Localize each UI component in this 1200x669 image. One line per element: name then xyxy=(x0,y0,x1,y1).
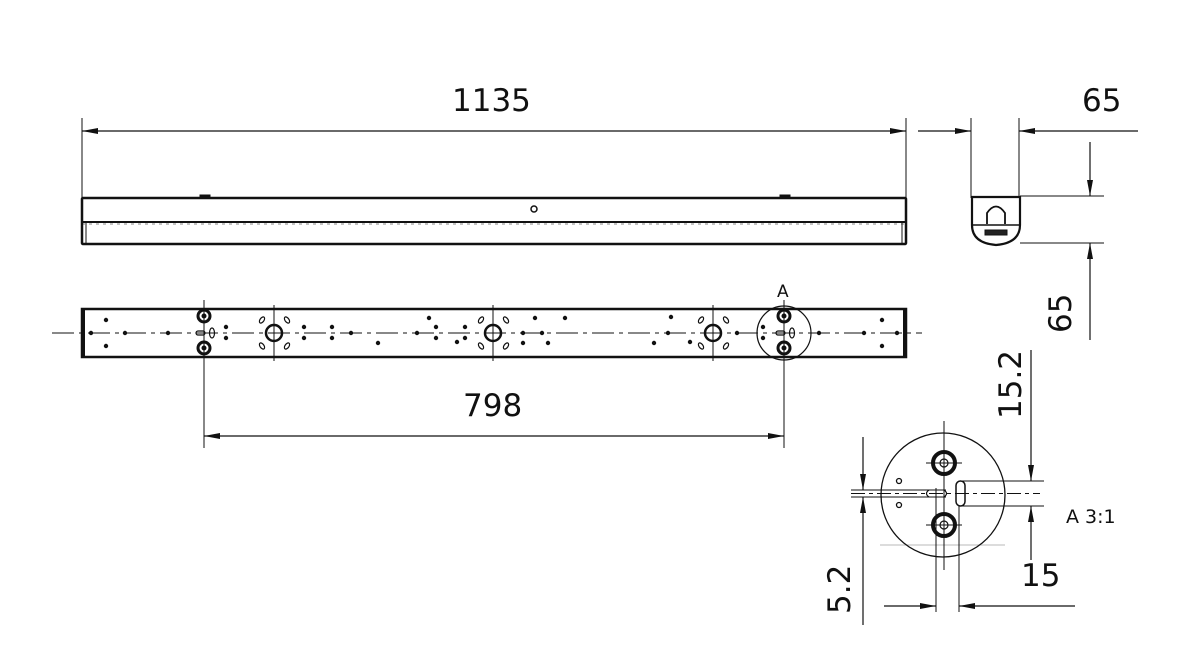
detail-circle xyxy=(880,432,1006,558)
mount-point-left xyxy=(195,300,216,448)
dimension-label-profile-width: 65 xyxy=(1082,83,1122,119)
detail-view xyxy=(851,350,1075,625)
dimension-label-detail-slot: 5.2 xyxy=(822,564,858,614)
dimension-label-detail-width: 15 xyxy=(1021,558,1061,594)
mount-point-right xyxy=(756,300,812,448)
front-view xyxy=(80,118,908,246)
detail-view-label: A 3:1 xyxy=(1066,506,1116,528)
cable-entry-3 xyxy=(697,305,730,361)
bottom-view xyxy=(52,300,922,448)
cable-entry-2 xyxy=(477,305,510,361)
dimension-label-mounting-spacing: 798 xyxy=(463,388,523,424)
end-view xyxy=(918,118,1138,340)
detail-a-circle xyxy=(756,305,812,361)
dimension-label-overall-length: 1135 xyxy=(452,83,531,119)
dimension-label-profile-height: 65 xyxy=(1043,293,1079,333)
cable-entry-1 xyxy=(258,305,291,361)
dimension-label-detail-offset: 15.2 xyxy=(993,349,1029,419)
fixing-dots xyxy=(88,314,900,349)
indicator-hole xyxy=(530,205,538,213)
detail-marker-label: A xyxy=(777,282,789,302)
